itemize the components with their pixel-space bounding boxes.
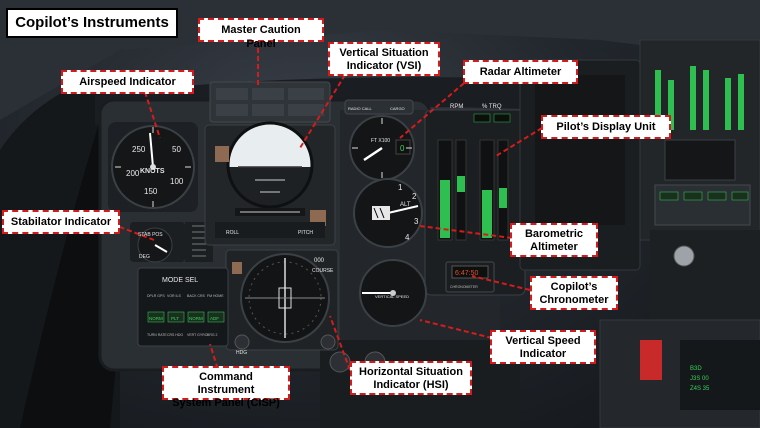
baro-digit: 2 [412, 192, 417, 201]
svg-text:B3D: B3D [690, 366, 702, 372]
baro-digit: 1 [398, 183, 403, 192]
callout-leaders [111, 40, 543, 377]
baro-digit: 3 [414, 217, 419, 226]
airspeed-tick: 50 [172, 145, 181, 154]
callout-text: Barometric [524, 228, 584, 240]
cargo-label[interactable]: CARGO [390, 106, 405, 111]
cisp-small-label: BRG 2 [207, 333, 218, 337]
cisp-small-label: FM HOME [207, 294, 224, 298]
callout-vertical-speed-indicator: Vertical Speed Indicator [490, 330, 596, 364]
callout-text: Airspeed Indicator [79, 76, 176, 88]
vspeed-unit: VERTICAL SPEED [375, 294, 409, 299]
cisp-button-adf[interactable]: ADF [210, 316, 219, 321]
cisp-small-label: TURN RATE [147, 333, 167, 337]
callout-copilots-chronometer: Copilot’s Chronometer [530, 276, 618, 310]
callout-stabilator-indicator: Stabilator Indicator [2, 210, 120, 234]
hsi-course-digits: 000 [314, 258, 325, 264]
callout-text: Copilot’s [550, 281, 598, 293]
callout-text: Indicator (HSI) [373, 379, 449, 391]
cisp-title: MODE SEL [162, 277, 198, 284]
airspeed-tick: 100 [170, 177, 184, 186]
cisp-button-plt[interactable]: PLT [171, 316, 179, 321]
callout-barometric-altimeter: Barometric Altimeter [510, 223, 598, 257]
callout-text: Indicator (VSI) [346, 60, 422, 72]
callout-vsi: Vertical Situation Indicator (VSI) [328, 42, 440, 76]
baro-unit: ALT [400, 202, 411, 208]
svg-text:J3S 00: J3S 00 [690, 376, 709, 382]
callout-text: Master Caution Panel [221, 24, 301, 50]
hsi-course-label: COURSE [312, 268, 334, 274]
callout-text: Vertical Speed [505, 335, 581, 347]
callout-radar-altimeter: Radar Altimeter [463, 60, 578, 84]
callout-text: Chronometer [539, 294, 609, 306]
svg-text:Z4S 35: Z4S 35 [690, 386, 710, 392]
callout-pilots-display-unit: Pilot’s Display Unit [541, 115, 671, 139]
rpm-label: RPM [450, 104, 463, 110]
vsi-roll-label: ROLL [226, 230, 239, 236]
callout-text: Indicator [519, 348, 567, 360]
cisp-small-label: CRS HDG [167, 333, 183, 337]
callout-text: System Panel (CISP) [172, 397, 280, 409]
cisp-button-norm-2[interactable]: NORM [189, 316, 203, 321]
airspeed-tick: 200 [126, 169, 140, 178]
vsi-pitch-label: PITCH [298, 230, 313, 236]
callout-text: Stabilator Indicator [10, 216, 112, 228]
radio-call-label[interactable]: RADIO CALL [348, 106, 373, 111]
airspeed-tick: 150 [144, 187, 158, 196]
airspeed-unit: KNOTS [140, 168, 165, 175]
callout-hsi: Horizontal Situation Indicator (HSI) [350, 361, 472, 395]
cisp-small-label: DPLR GPS [147, 294, 165, 298]
cisp-small-label: VOR ILS [167, 294, 181, 298]
callout-text: Horizontal Situation [359, 366, 463, 378]
baro-digit: 4 [405, 233, 410, 242]
radar-alt-digit: 0 [400, 144, 405, 153]
stab-label: STAB POS [138, 232, 163, 238]
callout-text: Pilot’s Display Unit [556, 121, 656, 133]
chrono-display: 6:47:50 [455, 270, 478, 277]
chrono-brand: CHRONOMETER [450, 285, 478, 289]
trq-label: % TRQ [482, 104, 502, 110]
airspeed-tick: 250 [132, 145, 146, 154]
hsi-hdg-label: HDG [236, 350, 247, 356]
radar-alt-unit: FT X100 [371, 138, 390, 144]
callout-cisp: Command Instrument System Panel (CISP) [162, 366, 290, 409]
stab-deg-label: DEG [139, 254, 150, 260]
cisp-small-label: VERT GYRO [187, 333, 208, 337]
callout-airspeed-indicator: Airspeed Indicator [61, 70, 194, 94]
callout-master-caution-panel: Master Caution Panel [198, 18, 324, 50]
cisp-button-norm[interactable]: NORM [149, 316, 163, 321]
page-title: Copilot’s Instruments [6, 8, 178, 38]
callout-text: Radar Altimeter [479, 66, 562, 78]
callout-text: Vertical Situation [339, 47, 429, 59]
callout-text: Command Instrument [197, 371, 255, 396]
callout-text: Altimeter [530, 241, 578, 253]
cisp-small-label: BACK CRS [187, 294, 206, 298]
